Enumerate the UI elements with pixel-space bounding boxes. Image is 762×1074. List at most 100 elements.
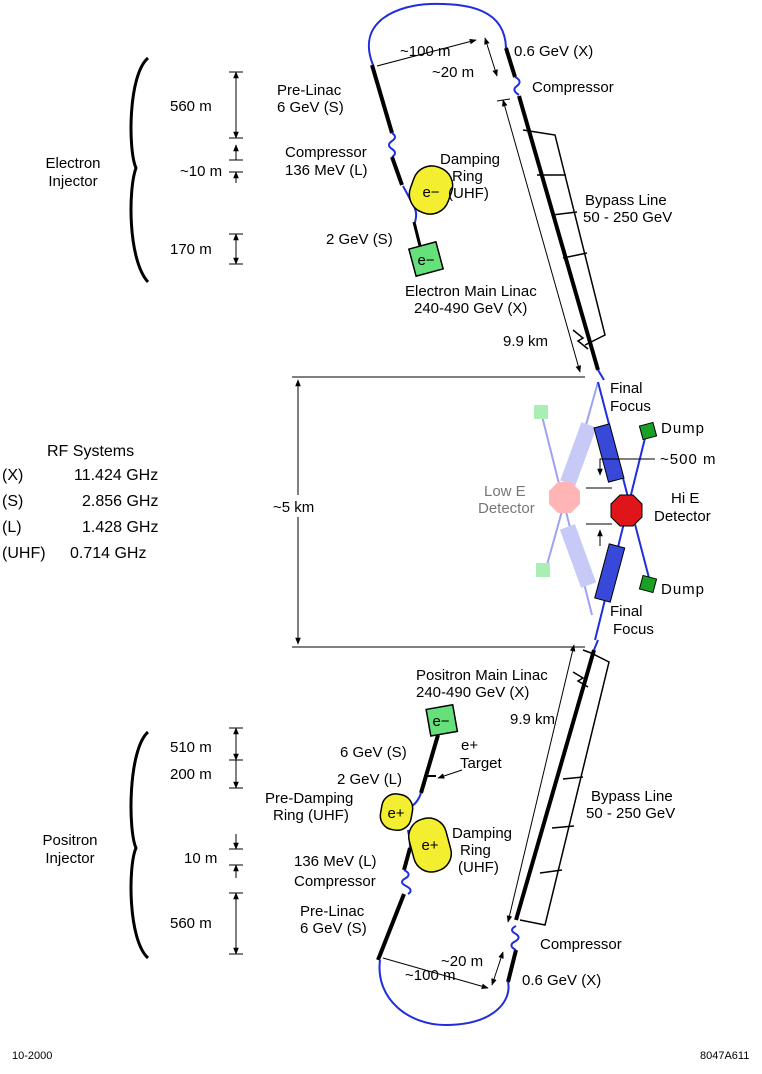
p-dim-100-line: [382, 957, 489, 989]
positron-return-loop: [378, 959, 510, 1027]
e-source-line: [412, 221, 422, 247]
e-prelinac-beamline: [370, 64, 394, 134]
e-len-100: ~100 m: [400, 43, 450, 60]
p-predamp-particle: e+: [387, 805, 404, 822]
rf-freq-l: 1.428 GHz: [82, 519, 158, 536]
p-break-mark: [572, 671, 589, 688]
hi-e-beamlines: [593, 381, 650, 641]
positron-injector-brace: [129, 730, 150, 960]
p-dim-20-line: [491, 951, 504, 986]
p-gun-particle: e−: [432, 713, 449, 730]
p-len-10: 10 m: [184, 850, 217, 867]
e-main-linac: [517, 95, 600, 371]
p-linac-segment: [402, 847, 412, 871]
p-predamping-ring: [379, 793, 414, 832]
p-main-linac-label-2: 240-490 GeV (X): [416, 684, 529, 701]
p-target-label-2: Target: [460, 755, 503, 772]
p-prelinac-label-2: 6 GeV (S): [300, 920, 367, 937]
e-len-170: 170 m: [170, 241, 212, 258]
rf-band-uhf: (UHF): [2, 545, 46, 562]
e-km-label: 9.9 km: [503, 333, 548, 350]
ff-top-label-1: Final: [610, 380, 643, 397]
e-bypass-rung-2: [551, 211, 578, 216]
ff-top-label-2: Focus: [610, 398, 651, 415]
e-bypass-label-2: 50 - 250 GeV: [583, 209, 672, 226]
e-damping-ring: [408, 165, 454, 215]
e-len-560: 560 m: [170, 98, 212, 115]
electron-injector-label-1: Electron: [45, 155, 100, 172]
hi-e-label-2: Detector: [654, 508, 711, 525]
p-len-100: ~100 m: [405, 967, 455, 984]
rf-band-l: (L): [2, 519, 22, 536]
dump-top-block: [638, 421, 658, 441]
electron-injector-brace: [129, 56, 150, 284]
p-bypass-outline: [519, 649, 610, 926]
e-bypass-label-1: Bypass Line: [585, 192, 667, 209]
rf-band-s: (S): [2, 493, 23, 510]
footer-id: 8047A611: [700, 1050, 749, 1062]
ff-bottom-label-1: Final: [610, 603, 643, 620]
e-ring-particle: e−: [422, 184, 439, 201]
e-compressor-wiggle: [388, 132, 396, 158]
e-len-10: ~10 m: [180, 163, 222, 180]
positron-injector-label-2: Injector: [45, 850, 94, 867]
dump-top-label: Dump: [661, 420, 705, 437]
p-prelinac-label-1: Pre-Linac: [300, 903, 365, 920]
dump-bottom-label: Dump: [661, 581, 705, 598]
e-dim-100-line: [376, 38, 477, 67]
e-prelinac-label-1: Pre-Linac: [277, 82, 342, 99]
e-km-tick: [496, 98, 511, 102]
low-e-beamlines: [534, 381, 599, 616]
footer-date: 10-2000: [12, 1050, 52, 1062]
e-dim-20-line: [484, 37, 498, 77]
e-compressor-label-2: 136 MeV (L): [285, 162, 368, 179]
p-compressor-wiggle: [401, 869, 412, 895]
p-compressor-label-1: 136 MeV (L): [294, 853, 377, 870]
e-damping-label-3: (UHF): [448, 185, 489, 202]
p-linac-start: [593, 639, 599, 651]
p-len-510: 510 m: [170, 739, 212, 756]
e-linac-segment: [390, 156, 404, 186]
p-2gev-label: 2 GeV (L): [337, 771, 402, 788]
p-damping-label-1: Damping: [452, 825, 512, 842]
e-damping-label-2: Ring: [452, 168, 483, 185]
hi-e-label-1: Hi E: [671, 490, 699, 507]
ff-bottom-label-2: Focus: [613, 621, 654, 638]
p-drive-linac: [419, 734, 440, 794]
p-len-200: 200 m: [170, 766, 212, 783]
p-len-560: 560 m: [170, 915, 212, 932]
p-bypass-label-2: 50 - 250 GeV: [586, 805, 675, 822]
e-damping-label-1: Damping: [440, 151, 500, 168]
e-compressor2-wiggle: [513, 76, 521, 96]
rf-title: RF Systems: [47, 443, 134, 460]
p-bypass-rung-2: [551, 825, 575, 829]
p-predamp-label-2: Ring (UHF): [273, 807, 349, 824]
p-predamp-label-1: Pre-Damping: [265, 790, 353, 807]
sep-arrow-top: [597, 458, 655, 476]
rf-freq-s: 2.856 GHz: [82, 493, 158, 510]
p-damping-label-3: (UHF): [458, 859, 499, 876]
p-drive-gun: [425, 703, 459, 737]
p-compressor2-wiggle: [510, 925, 520, 951]
positron-injector-label-1: Positron: [42, 832, 97, 849]
rf-band-x: (X): [2, 467, 23, 484]
p-damping-ring: [407, 817, 453, 873]
p-km-dim-line: [506, 644, 576, 923]
e-km-dim-line: [502, 99, 581, 373]
e-06gev-label: 0.6 GeV (X): [514, 43, 593, 60]
dump-bottom-block: [638, 574, 658, 594]
low-e-label-2: Detector: [478, 500, 535, 517]
p-06-linac: [506, 949, 518, 983]
p-6gev-label: 6 GeV (S): [340, 744, 407, 761]
p-06gev-label: 0.6 GeV (X): [522, 972, 601, 989]
e-source-gun: [407, 240, 445, 278]
electron-dimensions: [229, 71, 243, 265]
electron-injector-label-2: Injector: [48, 173, 97, 190]
electron-return-loop: [367, 2, 507, 66]
sep-label: ~500 m: [660, 451, 716, 468]
p-predamp-connector: [411, 792, 422, 807]
rf-freq-x: 11.424 GHz: [74, 467, 158, 484]
p-compressor-label-2: Compressor: [294, 873, 376, 890]
e-bypass-outline: [522, 129, 606, 346]
